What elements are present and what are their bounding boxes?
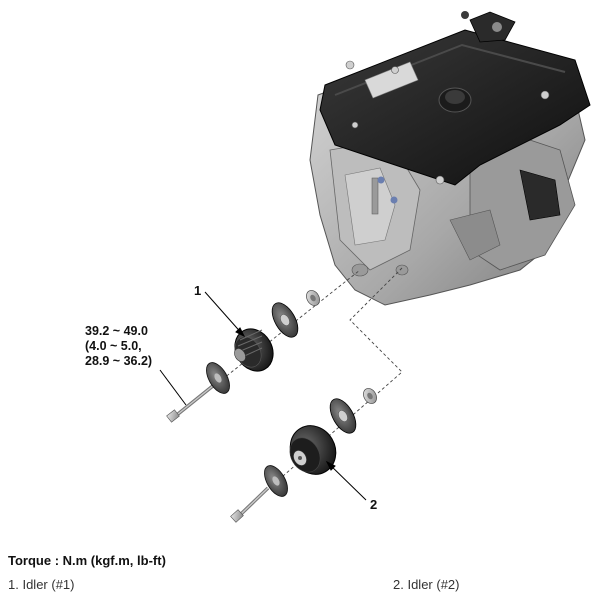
idler-1-washer xyxy=(206,362,230,394)
idler-2-pulley xyxy=(289,425,337,475)
callout-2: 2 xyxy=(370,497,378,512)
idler-1-pulley xyxy=(234,328,274,372)
idler-2-assembly xyxy=(230,388,377,523)
engine-idler-exploded-diagram xyxy=(159,11,591,523)
idler-1-bolt xyxy=(166,383,216,423)
torque-units-heading: Torque : N.m (kgf.m, lb-ft) xyxy=(8,553,166,568)
idler-2-dust-shield xyxy=(329,398,357,434)
idler-1-dust-shield xyxy=(271,302,299,338)
idler-1-assembly xyxy=(166,290,320,423)
idler-2-bolt xyxy=(230,486,270,523)
idler-2-spacer xyxy=(363,388,377,404)
legend-item-idler-1: 1Idler (#1) xyxy=(8,577,75,592)
leader-lines xyxy=(159,291,367,501)
idler-2-washer xyxy=(264,465,288,497)
engine-block xyxy=(309,11,591,306)
legend-label: Idler (#1) xyxy=(22,577,75,592)
idler-1-spacer xyxy=(306,290,320,306)
legend-item-idler-2: 2Idler (#2) xyxy=(393,577,460,592)
legend-number: 1 xyxy=(8,577,22,592)
torque-spec-line-1: 39.2 ~ 49.0 xyxy=(85,324,148,338)
torque-spec-line-2: (4.0 ~ 5.0, xyxy=(85,339,142,353)
legend-number: 2 xyxy=(393,577,407,592)
legend-label: Idler (#2) xyxy=(407,577,460,592)
callout-1: 1 xyxy=(194,283,202,298)
torque-spec-line-3: 28.9 ~ 36.2) xyxy=(85,354,153,368)
